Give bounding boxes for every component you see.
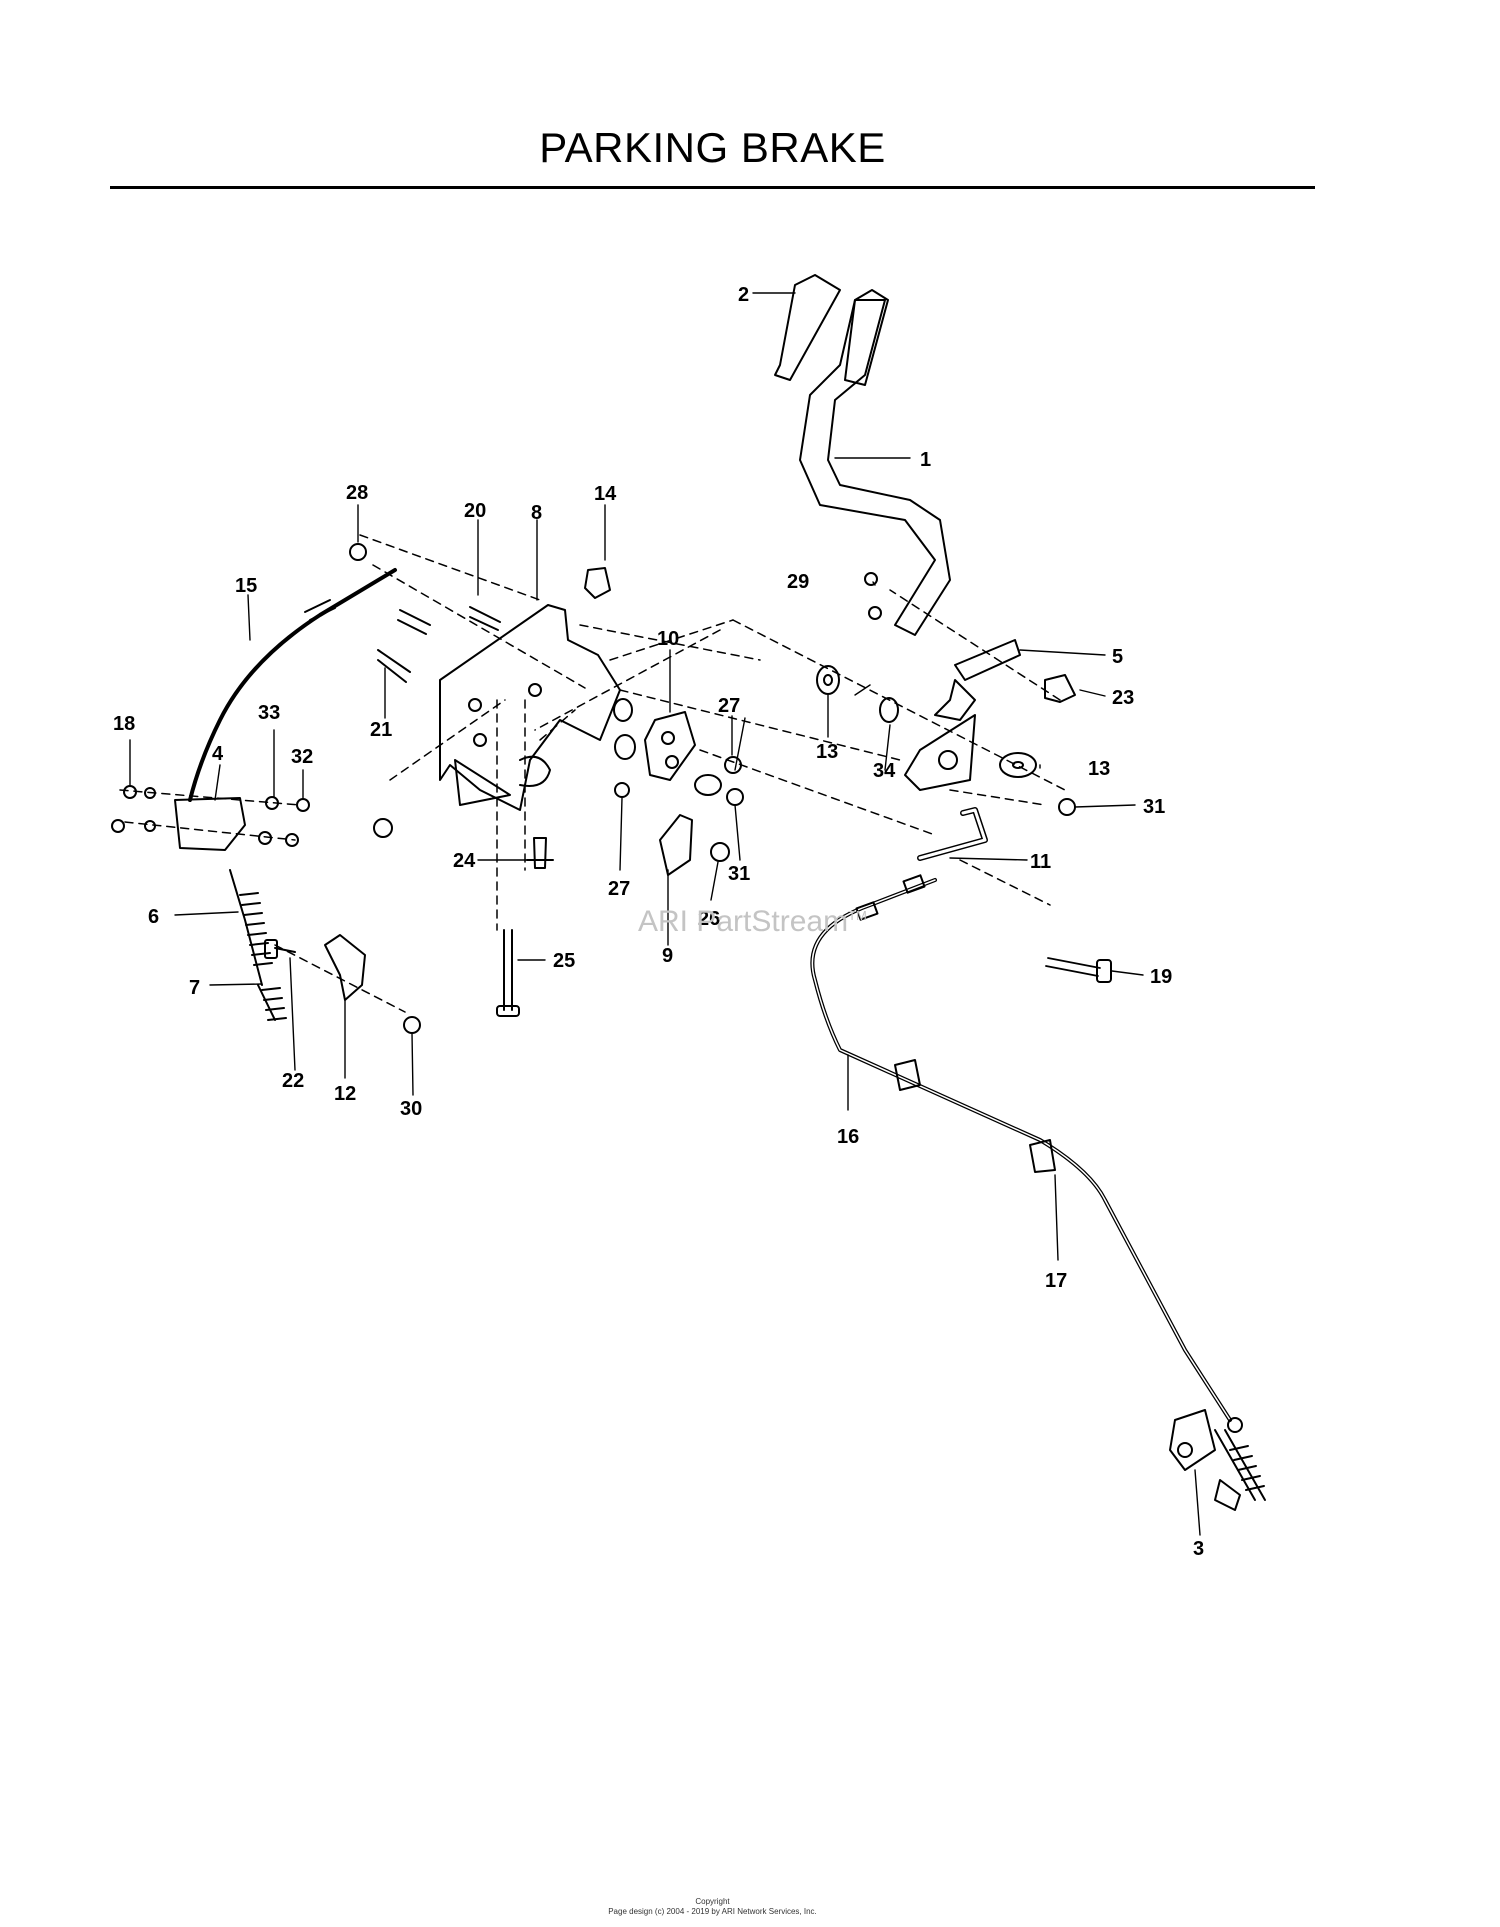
callout-33: 33 [258,702,280,724]
callout-16: 16 [837,1126,859,1148]
bolt-top [397,609,431,635]
callout-29: 29 [787,571,809,593]
callout-10: 10 [657,628,679,650]
page-title: PARKING BRAKE [539,124,886,171]
callout-numbers: 1 2 3 4 5 6 7 8 9 10 11 12 13 13 14 15 1… [113,284,1204,1560]
bolt-21 [377,649,411,683]
callout-19: 19 [1150,966,1172,988]
footer: Copyright Page design (c) 2004 - 2019 by… [0,1897,1425,1917]
spring-bracket [324,934,366,1001]
cam-plate [659,814,693,876]
bolt-20 [469,606,501,631]
long-bolt [503,929,513,1011]
callout-31b: 31 [1143,796,1165,818]
trademark-mark: TM [848,908,867,923]
assembly-lines [119,534,1066,1013]
callout-1: 1 [920,449,931,471]
callout-11: 11 [1030,851,1051,873]
lever-handle-sleeve [844,289,889,386]
callout-22: 22 [282,1070,304,1092]
callout-9: 9 [662,945,673,967]
brake-lever [799,299,951,636]
callout-18: 18 [113,713,135,735]
rear-cable [810,878,1232,1422]
clevis-pin [1044,674,1076,703]
callout-5: 5 [1112,646,1123,668]
callout-15: 15 [235,575,257,597]
rear-brake-assembly [1169,1409,1216,1471]
pivot-arm [904,714,976,791]
footer-page-design: Page design (c) 2004 - 2019 by ARI Netwo… [608,1907,817,1916]
callout-28: 28 [346,482,368,504]
bolt-22 [274,947,296,953]
mounting-bracket [439,604,621,811]
retainer-clip [584,567,611,599]
callout-17: 17 [1045,1270,1067,1292]
callout-6: 6 [148,906,159,928]
callout-20: 20 [464,500,486,522]
callout-3: 3 [1193,1538,1204,1560]
callout-25: 25 [553,950,575,972]
callout-13a: 13 [816,741,838,763]
callout-13b: 13 [1088,758,1110,780]
callout-30: 30 [400,1098,422,1120]
cable-spring-7 [257,984,276,1021]
callout-32: 32 [291,746,313,768]
lever-grip [774,274,841,381]
leader-lines [129,292,1201,1536]
callout-27b: 27 [608,878,630,900]
cable-spring-6 [229,869,263,986]
watermark-text: ARI PartStream [638,905,849,938]
callout-31a: 31 [728,863,750,885]
callout-14: 14 [594,483,617,505]
callout-26: 26 [698,908,720,930]
bolt-19 [1045,957,1101,977]
callout-21: 21 [370,719,392,741]
callout-34: 34 [873,760,896,782]
watermark: ARI PartStreamTM [638,905,867,939]
title-rule [110,186,1315,189]
callout-8: 8 [531,502,542,524]
brake-link [644,711,696,781]
cable-clamp-16 [894,1059,921,1091]
callout-2: 2 [738,284,749,306]
cable-clamp-17 [1029,1139,1056,1173]
callout-7: 7 [189,977,200,999]
short-pin [526,837,554,869]
callout-24: 24 [453,850,476,872]
callout-12: 12 [334,1083,356,1105]
callout-4: 4 [212,743,224,765]
brake-cable [188,568,397,802]
callout-27a: 27 [718,695,740,717]
cable-bracket [174,797,246,851]
callout-23: 23 [1112,687,1134,709]
pivot-bracket [934,639,1021,721]
brake-rod [917,807,988,861]
footer-copyright: Copyright [695,1897,730,1906]
